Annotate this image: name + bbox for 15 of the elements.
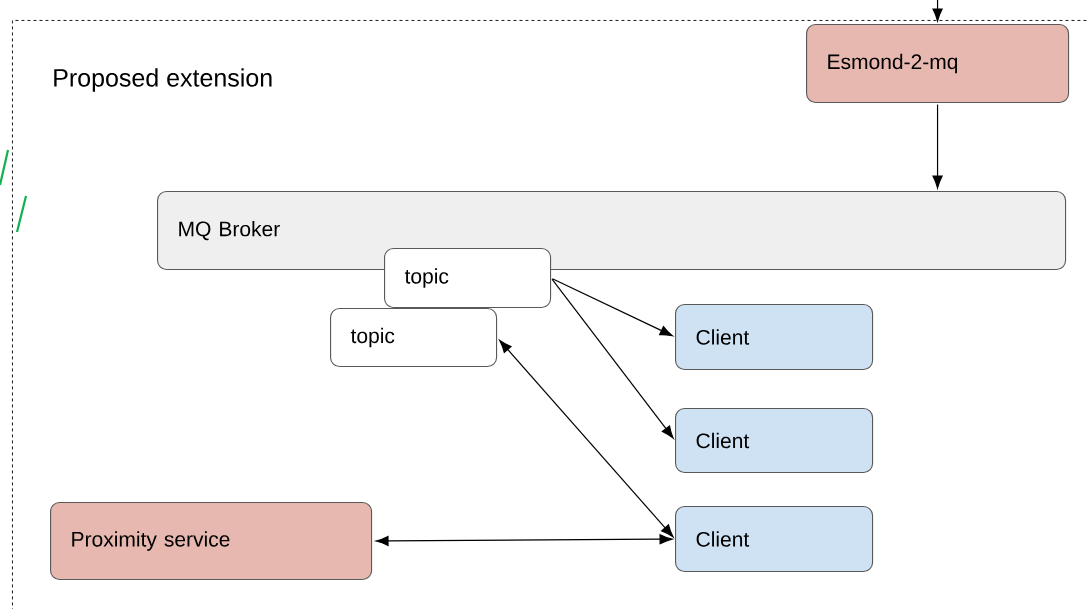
service-box: Proximity service (50, 502, 373, 581)
arrow (551, 278, 674, 439)
frame-title: Proposed extension (54, 68, 272, 92)
dashed-frame (12, 20, 1089, 609)
arrow (551, 278, 673, 337)
client-box: Client (675, 408, 874, 474)
topic-box: topic (384, 248, 552, 309)
service-box: Esmond-2-mq (806, 24, 1070, 104)
arrow (932, 8, 943, 22)
arrow (375, 534, 673, 546)
client-box: Client (675, 506, 874, 573)
arrow (499, 339, 674, 538)
client-box: Client (675, 304, 874, 371)
topic-box: topic (330, 308, 498, 368)
arrow (932, 104, 943, 189)
